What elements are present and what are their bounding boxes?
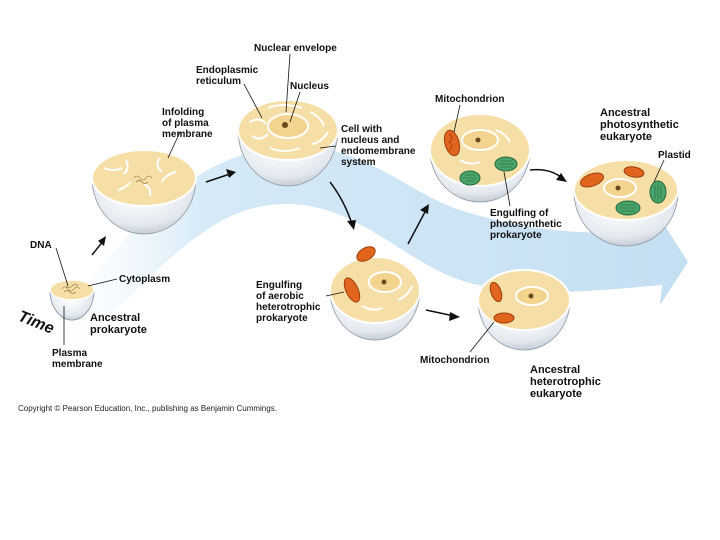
arrow-right-icon bbox=[205, 169, 236, 183]
label-infolding: Infolding of plasma membrane bbox=[162, 107, 213, 140]
infolding-cell bbox=[91, 149, 197, 235]
mitochondrion-icon bbox=[580, 172, 604, 188]
mitochondrion-icon bbox=[623, 166, 645, 178]
label-plastid: Plastid bbox=[658, 150, 691, 161]
plastid-icon bbox=[615, 200, 641, 216]
label-plasma-membrane: Plasma membrane bbox=[52, 348, 103, 370]
label-cytoplasm: Cytoplasm bbox=[119, 274, 171, 285]
label-engulfing-photosynthetic: Engulfing of photosynthetic prokaryote bbox=[490, 208, 562, 241]
dna-squiggle bbox=[61, 284, 81, 294]
label-endoplasmic-reticulum: Endoplasmic reticulum bbox=[196, 65, 259, 87]
mitochondrion-icon bbox=[343, 277, 361, 303]
mitochondrion-icon bbox=[493, 312, 515, 324]
copyright-notice: Copyright © Pearson Education, Inc., pub… bbox=[18, 404, 277, 413]
label-ancestral-photosynthetic-eukaryote: Ancestral photosynthetic eukaryote bbox=[600, 107, 679, 143]
label-mitochondrion-top: Mitochondrion bbox=[435, 94, 505, 105]
label-nuclear-envelope: Nuclear envelope bbox=[254, 43, 337, 54]
arrow-down-icon bbox=[329, 181, 356, 230]
label-nucleus: Nucleus bbox=[290, 81, 329, 92]
arrow-up-icon bbox=[91, 236, 106, 256]
arrow-up-icon bbox=[407, 204, 429, 245]
plastid-icon bbox=[649, 180, 667, 204]
aerobic-prokaryote-icon bbox=[356, 246, 376, 262]
label-ancestral-heterotrophic-eukaryote: Ancestral heterotrophic eukaryote bbox=[530, 364, 601, 400]
ancestral-photosynthetic-eukaryote-cell bbox=[573, 159, 679, 247]
plastid-icon bbox=[494, 156, 518, 172]
arrows bbox=[91, 168, 567, 321]
engulfing-photosynthetic-cell bbox=[429, 113, 531, 203]
time-band bbox=[40, 145, 688, 355]
label-mitochondrion-bottom: Mitochondrion bbox=[420, 355, 490, 366]
leader-lines bbox=[55, 53, 665, 353]
label-ancestral-prokaryote: Ancestral prokaryote bbox=[90, 312, 147, 336]
label-cell-with-nucleus: Cell with nucleus and endomembrane syste… bbox=[341, 124, 416, 168]
endomembrane-cell bbox=[237, 99, 339, 187]
plastid-icon bbox=[459, 170, 481, 186]
mitochondrion-icon bbox=[489, 281, 503, 303]
mitochondrion-icon bbox=[443, 129, 461, 157]
label-engulfing-aerobic: Engulfing of aerobic heterotrophic proka… bbox=[256, 280, 321, 324]
label-dna: DNA bbox=[30, 240, 52, 251]
ancestral-heterotrophic-eukaryote-cell bbox=[477, 269, 571, 351]
ancestral-prokaryote-cell bbox=[49, 279, 95, 321]
engulfing-aerobic-cell bbox=[329, 256, 421, 341]
arrow-right-icon bbox=[529, 168, 567, 182]
arrow-right-icon bbox=[425, 309, 460, 321]
